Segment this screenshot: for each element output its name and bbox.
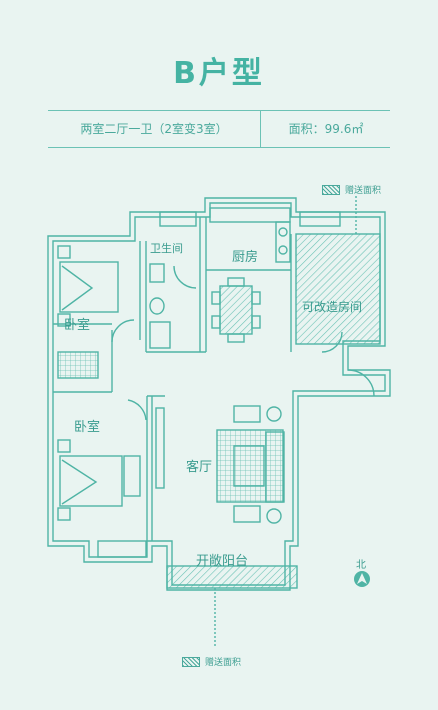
stove <box>275 221 291 263</box>
legend-bottom-label: 赠送面积 <box>205 658 242 668</box>
room-living: 客厅 <box>186 460 213 475</box>
window-kitchen <box>299 211 341 227</box>
window-bath <box>159 211 197 227</box>
legend-top-label: 赠送面积 <box>345 186 382 196</box>
door-swing <box>127 399 147 421</box>
area-value: 面积：99.6㎡ <box>288 122 364 136</box>
nightstand-top-2 <box>57 313 71 327</box>
hatch-swatch-icon <box>322 184 340 195</box>
coffee-table <box>233 445 265 487</box>
nightstand-bottom-2 <box>57 507 71 521</box>
chair <box>251 315 261 329</box>
chair <box>227 277 245 287</box>
north-arrow-pointer <box>357 573 367 584</box>
dining-table <box>219 285 253 335</box>
inner-wall <box>52 202 386 586</box>
chair <box>251 291 261 305</box>
sofa-right <box>265 431 285 503</box>
door-swing <box>111 319 135 343</box>
hatch-swatch-icon <box>182 656 200 667</box>
chair <box>227 333 245 343</box>
kitchen-counter <box>209 207 291 223</box>
shower-icon <box>149 321 171 349</box>
tv-cabinet <box>155 407 165 489</box>
outer-wall <box>47 197 391 591</box>
nightstand-bottom-1 <box>57 439 71 453</box>
armchair-top <box>233 405 261 423</box>
bed-bottom <box>59 455 123 507</box>
sink-icon <box>149 297 165 315</box>
bed-top <box>59 261 119 313</box>
layout-description: 两室二厅一卫（2室变3室） <box>48 111 261 147</box>
lamp-icon <box>266 508 282 524</box>
toilet-icon <box>149 263 165 283</box>
lamp-icon <box>266 406 282 422</box>
bed-top-fold <box>61 265 94 311</box>
info-bar: 两室二厅一卫（2室变3室） 面积：99.6㎡ <box>48 110 390 148</box>
plan-title: B户型 <box>173 56 265 91</box>
legend-bottom: 赠送面积 <box>182 655 241 668</box>
legend-top: 赠送面积 <box>322 183 381 196</box>
window-bedroom-bottom <box>97 540 147 558</box>
living-rug <box>216 429 284 503</box>
burner-icon <box>278 245 288 255</box>
door-swing <box>347 369 375 397</box>
room-bathroom: 卫生间 <box>150 242 183 255</box>
room-convertible: 可改造房间 <box>302 300 363 314</box>
room-kitchen: 厨房 <box>232 250 259 265</box>
burner-icon <box>278 227 288 237</box>
chair <box>211 315 221 329</box>
room-bedroom-top: 卧室 <box>64 318 91 333</box>
room-balcony: 开敞阳台 <box>196 554 249 569</box>
door-swing <box>321 331 343 353</box>
convertible-room-hatch <box>295 233 381 345</box>
north-label: 北 <box>356 560 366 571</box>
wardrobe <box>57 351 99 379</box>
bed-bottom-fold <box>61 459 98 505</box>
desk <box>123 455 141 497</box>
armchair-bottom <box>233 505 261 523</box>
door-swing <box>173 265 197 289</box>
room-bedroom-bottom: 卧室 <box>74 420 101 435</box>
nightstand-top-1 <box>57 245 71 259</box>
chair <box>211 291 221 305</box>
